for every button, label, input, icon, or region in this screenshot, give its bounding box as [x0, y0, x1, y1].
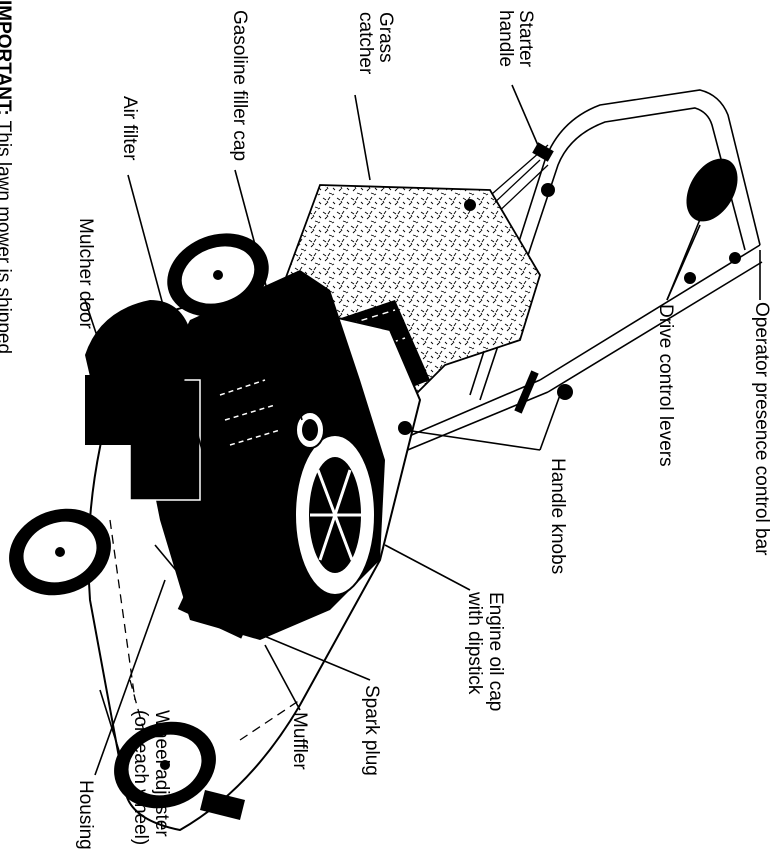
label-operator-presence-control-bar: Operator presence control bar: [751, 302, 772, 556]
label-gasoline-filler-cap: Gasoline filler cap: [229, 10, 250, 161]
label-handle-knobs: Handle knobs: [547, 458, 568, 574]
label-housing: Housing: [75, 780, 96, 850]
label-wheel-adjuster: Wheel adjuster(on each wheel): [130, 710, 172, 845]
label-spark-plug: Spark plug: [361, 685, 382, 776]
label-mulcher-door: Mulcher door: [75, 218, 96, 330]
label-starter-handle: Starterhandle: [495, 10, 536, 68]
label-muffler: Muffler: [289, 712, 310, 770]
label-drive-control-levers: Drive control levers: [655, 304, 676, 467]
label-air-filter: Air filter: [119, 96, 140, 161]
label-grass-catcher: Grasscatcher: [355, 12, 396, 75]
mulcher-door: [85, 300, 190, 430]
label-engine-oil-cap: Engine oil capwith dipstick: [464, 591, 506, 711]
label-important-note: IMPORTANT: This lawn mower is shipped: [0, 0, 14, 354]
